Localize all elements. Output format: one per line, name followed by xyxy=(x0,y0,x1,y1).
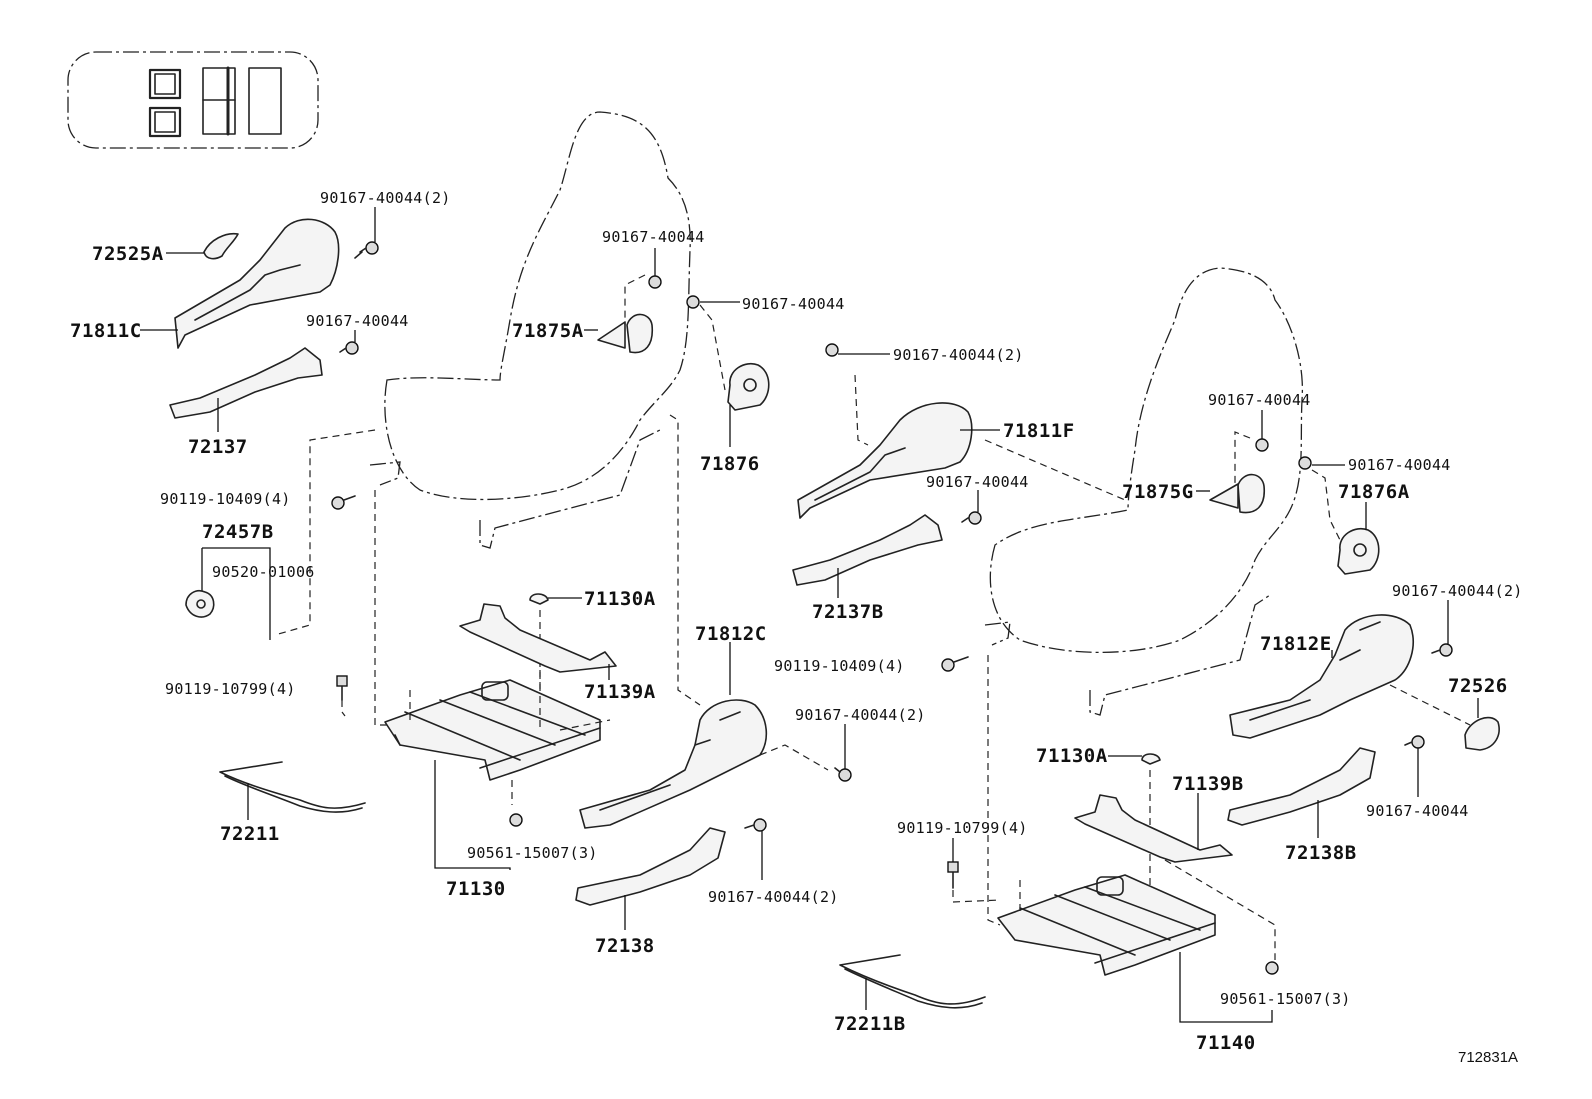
label-72211B: 72211B xyxy=(834,1013,906,1035)
part-72457B: 72457B 90520-01006 xyxy=(185,521,315,640)
label-71875A: 71875A xyxy=(512,320,584,342)
part-71812E: 71812E xyxy=(1229,614,1414,739)
bolt-90167-40044-a: 90167-40044 xyxy=(306,312,409,355)
part-72137: 72137 xyxy=(169,347,323,458)
bolt-90167-40044-c: 90167-40044 xyxy=(686,295,845,391)
label-71130A-R: 71130A xyxy=(1036,745,1108,767)
bolt-90167-40044-f: 90167-40044 xyxy=(1298,456,1451,541)
bolt-90119-10799-L: 90119-10799(4) xyxy=(165,675,348,717)
label-72526: 72526 xyxy=(1448,675,1508,697)
label-71812E: 71812E xyxy=(1260,633,1332,655)
label-90561-15007-L: 90561-15007(3) xyxy=(467,844,598,862)
label-90561-15007-R: 90561-15007(3) xyxy=(1220,990,1351,1008)
label-90167-40044-2-d: 90167-40044(2) xyxy=(893,346,1024,364)
label-71875G: 71875G xyxy=(1122,481,1194,503)
label-72137: 72137 xyxy=(188,436,248,458)
label-90119-10409-L: 90119-10409(4) xyxy=(160,490,291,508)
label-90167-40044-e: 90167-40044 xyxy=(1208,391,1311,409)
bolt-90167-40044-d: 90167-40044 xyxy=(926,473,1029,525)
label-72137B: 72137B xyxy=(812,601,884,623)
label-71811F: 71811F xyxy=(1003,420,1075,442)
label-90167-40044-g: 90167-40044 xyxy=(1366,802,1469,820)
part-72211: 72211 xyxy=(219,761,366,845)
label-71140: 71140 xyxy=(1196,1032,1256,1054)
part-72138B: 72138B xyxy=(1227,747,1376,864)
label-90167-40044-a: 90167-40044 xyxy=(306,312,409,330)
label-90119-10799-R: 90119-10799(4) xyxy=(897,819,1028,837)
label-90167-40044-2-e: 90167-40044(2) xyxy=(1392,582,1523,600)
bolt-90167-40044-e: 90167-40044 xyxy=(1208,391,1311,485)
bolt-90119-10409-R: 90119-10409(4) xyxy=(774,656,969,675)
part-71875G: 71875G xyxy=(1122,473,1265,514)
part-72138: 72138 xyxy=(575,827,726,957)
label-72138: 72138 xyxy=(595,935,655,957)
vehicle-locator-icon xyxy=(67,51,319,149)
part-71130A-L: 71130A xyxy=(529,588,656,690)
bolt-90167-40044-2-a: 90167-40044(2) xyxy=(320,189,451,259)
part-72137B: 72137B xyxy=(792,514,943,623)
left-seat-outline xyxy=(369,111,691,549)
bolt-90167-40044-2-e: 90167-40044(2) xyxy=(1392,582,1523,657)
label-72525A: 72525A xyxy=(92,243,164,265)
label-90167-40044-2-c: 90167-40044(2) xyxy=(708,888,839,906)
part-71876A: 71876A xyxy=(1337,481,1410,575)
label-71876: 71876 xyxy=(700,453,760,475)
bolt-90119-10799-R: 90119-10799(4) xyxy=(897,819,1028,903)
bolt-90167-40044-g: 90167-40044 xyxy=(1366,735,1469,820)
diagram-id: 712831A xyxy=(1458,1049,1518,1066)
label-72138B: 72138B xyxy=(1285,842,1357,864)
bolt-90167-40044-2-d: 90167-40044(2) xyxy=(825,343,1024,364)
part-71811C: 71811C xyxy=(70,218,340,349)
part-71130: 71130 90561-15007(3) xyxy=(384,660,611,900)
label-90167-40044-d: 90167-40044 xyxy=(926,473,1029,491)
part-71811F: 71811F xyxy=(797,402,1075,519)
label-90167-40044-2-a: 90167-40044(2) xyxy=(320,189,451,207)
label-71876A: 71876A xyxy=(1338,481,1410,503)
label-71812C: 71812C xyxy=(695,623,767,645)
label-90167-40044-2-b: 90167-40044(2) xyxy=(795,706,926,724)
part-71876: 71876 xyxy=(700,363,770,475)
label-72457B: 72457B xyxy=(202,521,274,543)
label-90167-40044-b: 90167-40044 xyxy=(602,228,705,246)
part-72211B: 72211B xyxy=(834,954,986,1035)
label-90119-10799-L: 90119-10799(4) xyxy=(165,680,296,698)
label-71130: 71130 xyxy=(446,878,506,900)
part-71139B: 71139B xyxy=(1074,773,1244,863)
bolt-90167-40044-2-c: 90167-40044(2) xyxy=(708,818,839,906)
part-72525A: 72525A xyxy=(92,232,239,265)
label-71139B: 71139B xyxy=(1172,773,1244,795)
part-71875A: 71875A xyxy=(512,313,654,354)
label-90119-10409-R: 90119-10409(4) xyxy=(774,657,905,675)
bolt-90119-10409-L: 90119-10409(4) xyxy=(160,490,356,510)
bolt-90167-40044-b: 90167-40044 xyxy=(602,228,705,325)
part-71812C: 71812C xyxy=(579,623,829,829)
label-90167-40044-f: 90167-40044 xyxy=(1348,456,1451,474)
label-72211: 72211 xyxy=(220,823,280,845)
part-72526: 72526 xyxy=(1448,675,1508,751)
label-71139A: 71139A xyxy=(584,681,656,703)
bolt-90167-40044-2-b: 90167-40044(2) xyxy=(795,706,926,782)
label-90167-40044-c: 90167-40044 xyxy=(742,295,845,313)
label-90520-01006: 90520-01006 xyxy=(212,563,315,581)
label-71811C: 71811C xyxy=(70,320,142,342)
right-seat-outline xyxy=(984,267,1304,716)
label-71130A-L: 71130A xyxy=(584,588,656,610)
part-71139A: 71139A xyxy=(459,603,656,703)
part-71140: 71140 90561-15007(3) xyxy=(997,859,1351,1054)
